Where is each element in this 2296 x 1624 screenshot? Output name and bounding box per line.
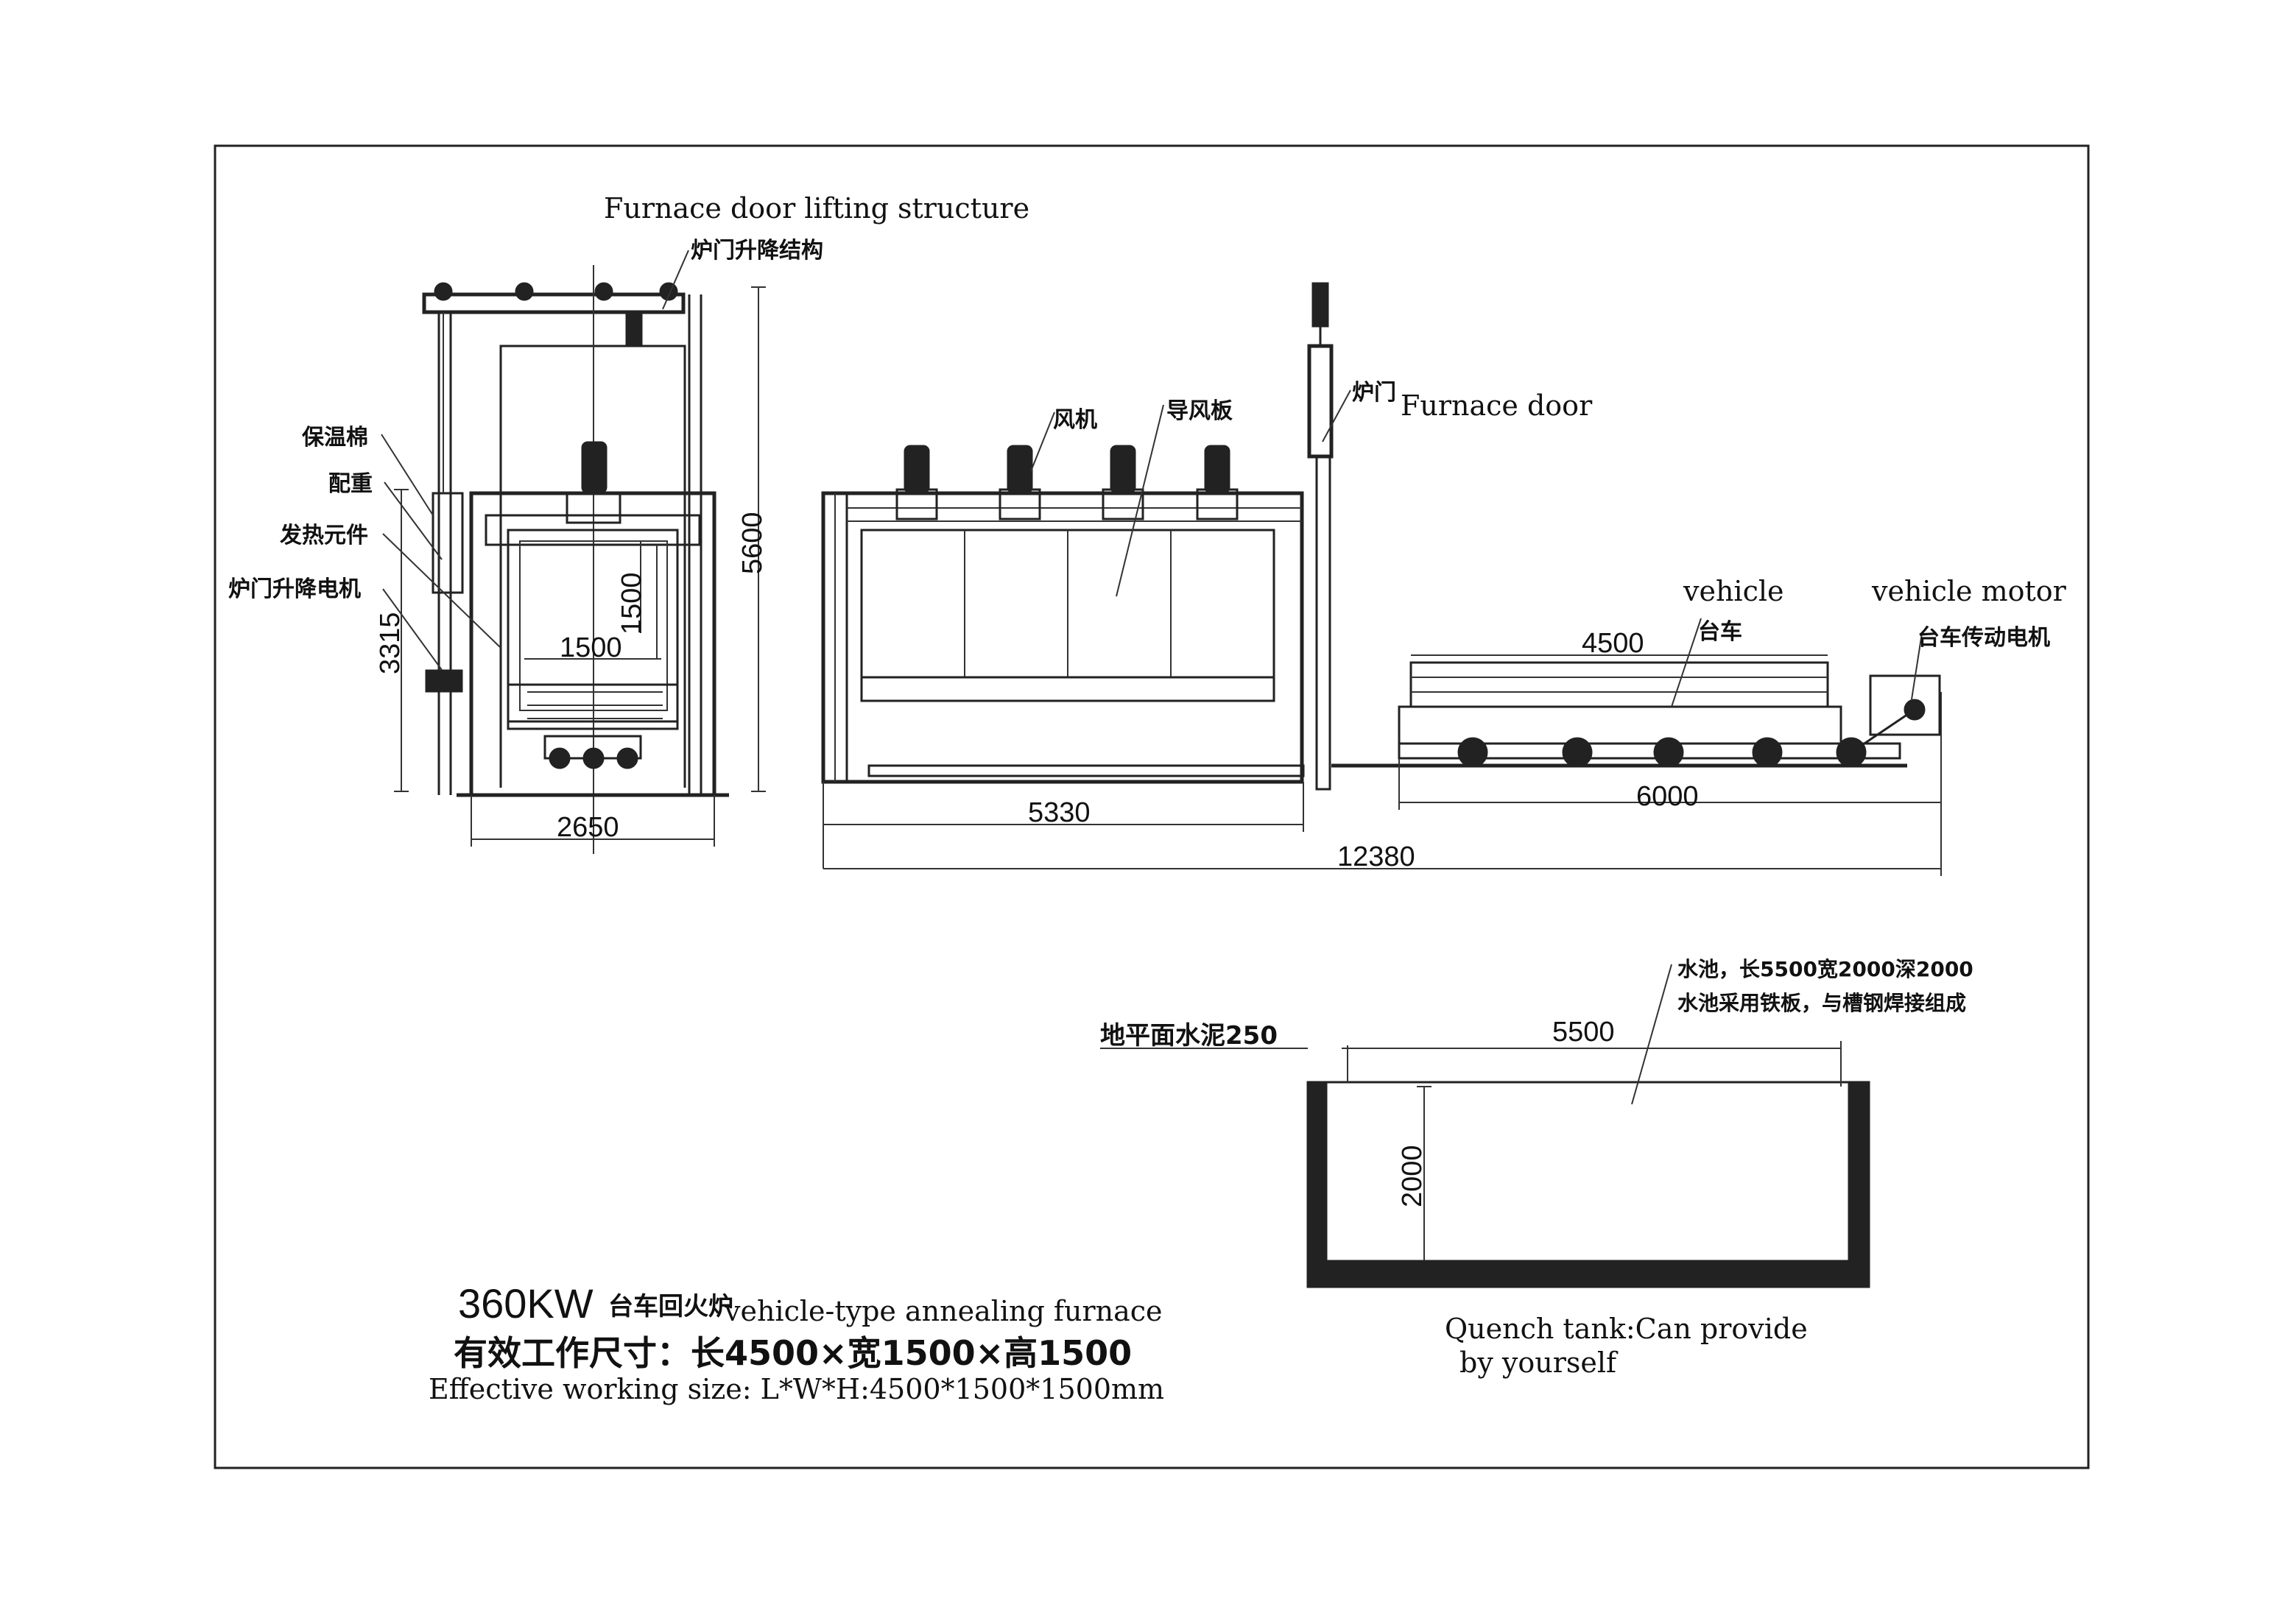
dim-4500: 4500 — [1582, 628, 1644, 659]
dim-5330: 5330 — [1028, 797, 1091, 828]
dim-5600: 5600 — [737, 512, 768, 574]
title-name-en: vehicle-type annealing furnace — [724, 1295, 1163, 1327]
dim-5500: 5500 — [1552, 1017, 1615, 1048]
dim-1500-v: 1500 — [616, 572, 647, 635]
door-motor-label: 炉门升降电机 — [228, 576, 361, 602]
heating-element-label: 发热元件 — [279, 523, 368, 548]
title-power: 360KW — [458, 1280, 594, 1327]
end-view — [381, 250, 766, 854]
dim-6000: 6000 — [1636, 781, 1699, 812]
air-guide-label: 导风板 — [1166, 398, 1233, 424]
title-name-cn: 台车回火炉 — [608, 1292, 733, 1321]
title-size-cn: 有效工作尺寸：长4500×宽1500×高1500 — [454, 1333, 1132, 1373]
vehicle-cn-label: 台车 — [1698, 619, 1742, 645]
dim-1500-h: 1500 — [560, 632, 622, 663]
vehicle-motor-cn-label: 台车传动电机 — [1918, 625, 2050, 651]
quench-tank — [1100, 964, 1870, 1288]
vehicle-en-label: vehicle — [1683, 575, 1784, 607]
insulation-label: 保温棉 — [302, 425, 368, 451]
vehicle-view — [1331, 618, 1941, 810]
dim-2650: 2650 — [557, 812, 619, 843]
fan-label: 风机 — [1053, 407, 1097, 433]
dim-12380: 12380 — [1337, 841, 1415, 872]
quench-line1: Quench tank:Can provide — [1445, 1313, 1808, 1345]
ground-label: 地平面水泥250 — [1100, 1021, 1278, 1051]
dim-3315: 3315 — [375, 612, 406, 674]
counterweight-label: 配重 — [328, 471, 373, 497]
dim-2000: 2000 — [1397, 1145, 1428, 1207]
quench-line2: by yourself — [1459, 1346, 1619, 1379]
title-size-en: Effective working size: L*W*H:4500*1500*… — [429, 1373, 1164, 1405]
door-lift-cn-label: 炉门升降结构 — [691, 238, 823, 264]
pool-desc-line2: 水池采用铁板，与槽钢焊接组成 — [1677, 991, 1966, 1015]
door-lift-en-label: Furnace door lifting structure — [604, 192, 1029, 225]
pool-desc-line1: 水池，长5500宽2000深2000 — [1677, 957, 1973, 981]
drawing-frame — [214, 144, 2090, 1469]
door-cn-label: 炉门 — [1352, 380, 1396, 406]
door-en-label: Furnace door — [1401, 389, 1593, 422]
front-view — [821, 282, 1942, 876]
vehicle-motor-en-label: vehicle motor — [1871, 575, 2067, 607]
